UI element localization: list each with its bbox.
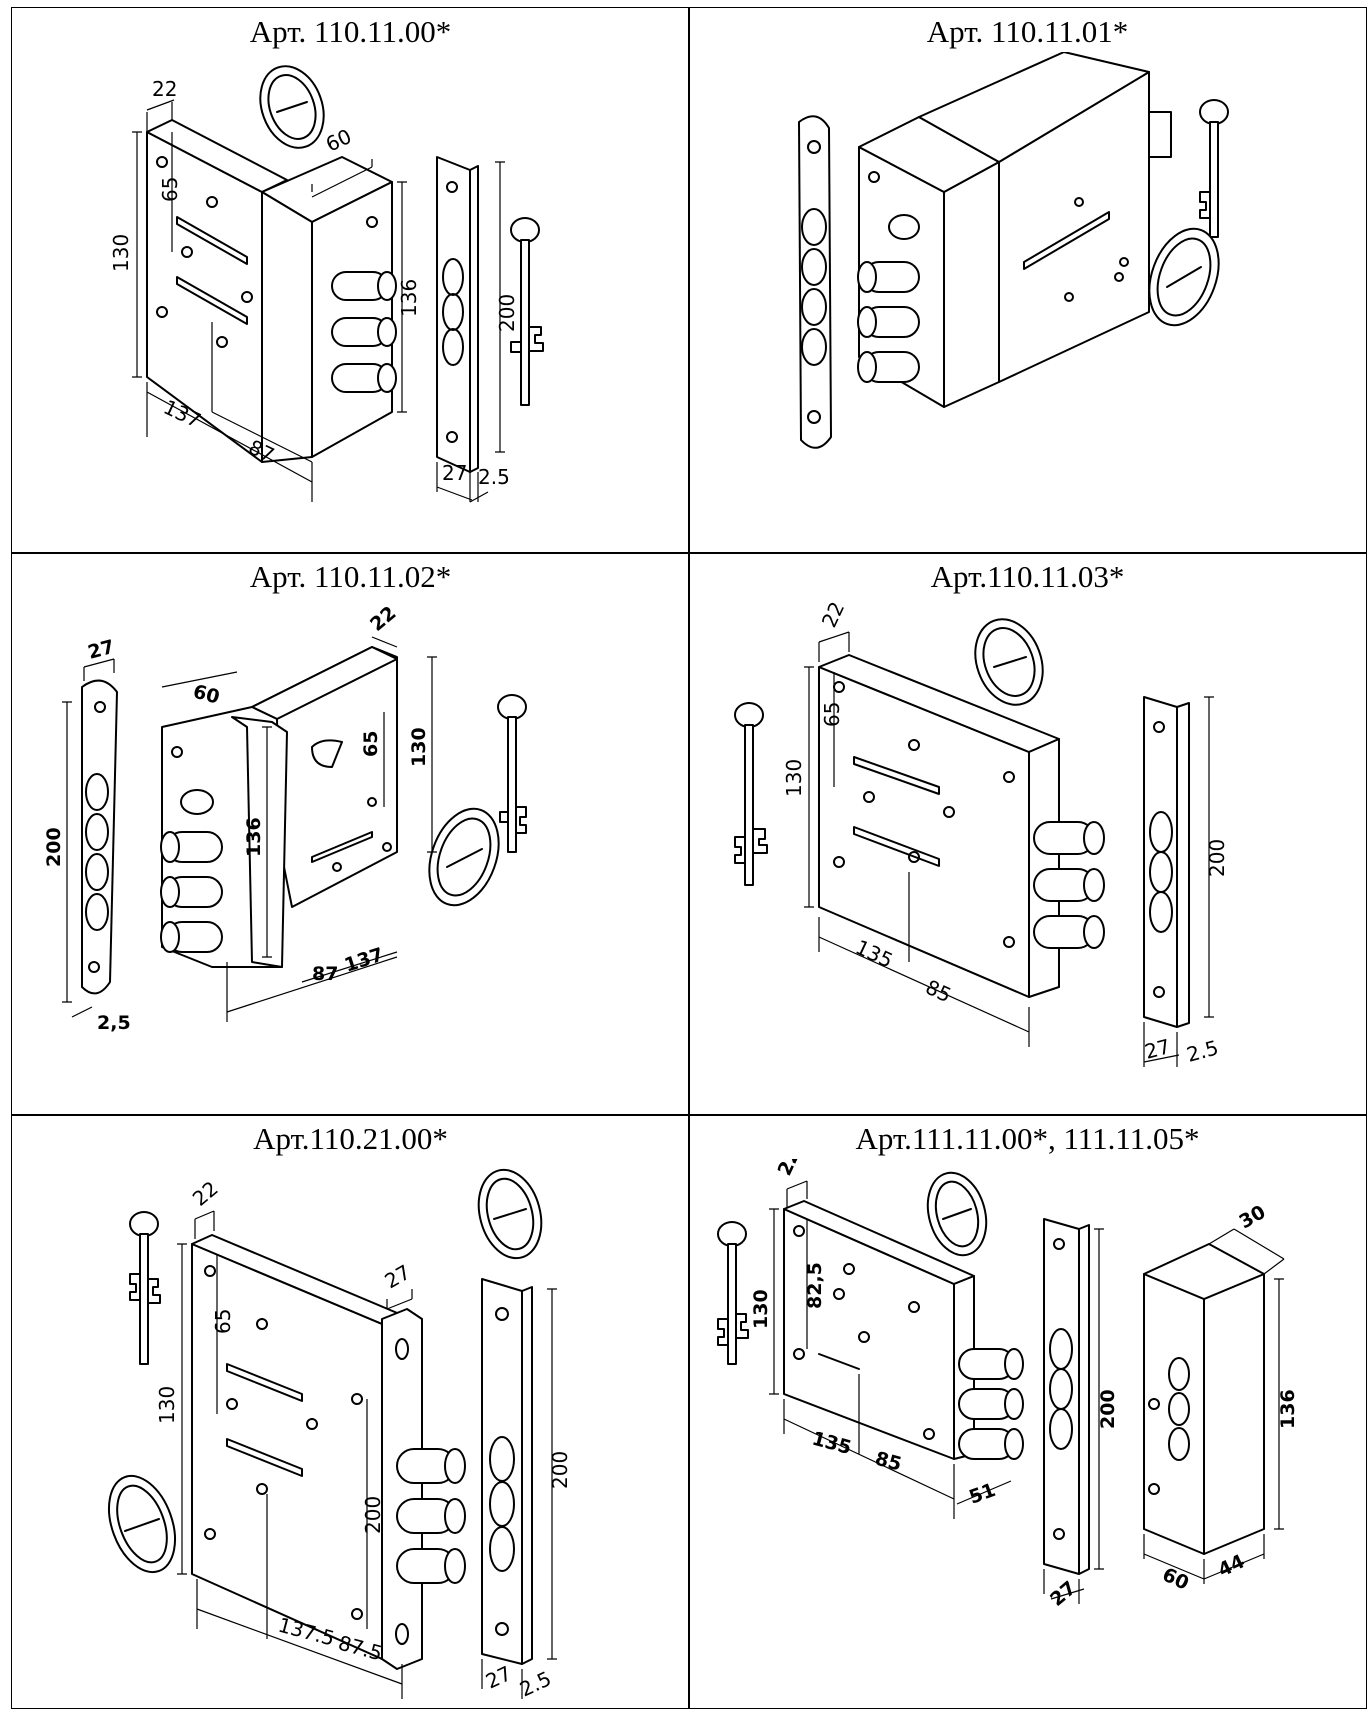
- cell-title: Арт.111.11.00*, 111.11.05*: [855, 1121, 1200, 1157]
- lock-catalog-sheet: Арт. 110.11.00*: [11, 7, 1367, 1709]
- dim-label: 87: [312, 963, 338, 985]
- dim-label: 136: [1277, 1390, 1299, 1430]
- dim-label: 130: [782, 759, 806, 797]
- cell-111-11-00: Арт.111.11.00*, 111.11.05*: [688, 1114, 1367, 1709]
- escutcheon-icon: [1148, 228, 1220, 327]
- dim-label: 22: [188, 1176, 223, 1211]
- escutcheon-icon: [927, 1172, 988, 1257]
- bolt-set: [160, 831, 224, 954]
- cell-110-11-00: Арт. 110.11.00*: [11, 7, 690, 554]
- dim-label: 135: [810, 1428, 854, 1460]
- key-icon: [1199, 99, 1230, 239]
- dim-label: 130: [408, 728, 430, 768]
- key-icon: [510, 217, 545, 407]
- cell-110-11-01: Арт. 110.11.01*: [688, 7, 1367, 554]
- dim-label: 27: [482, 1661, 515, 1694]
- escutcheon-icon: [478, 1169, 543, 1260]
- dim-label: 65: [360, 731, 382, 757]
- bolt-set: [1033, 821, 1106, 950]
- dim-label: 27: [381, 1260, 415, 1294]
- cell-title: Арт.110.11.03*: [930, 559, 1125, 595]
- dim-label: 65: [158, 177, 182, 202]
- escutcheon-icon: [108, 1475, 177, 1574]
- key-icon: [717, 1221, 750, 1366]
- dim-label: 22: [817, 598, 850, 631]
- strike-plate: [1143, 696, 1191, 1029]
- dim-label: 60: [1159, 1564, 1192, 1595]
- cell-title: Арт. 110.11.01*: [926, 14, 1129, 50]
- lock-drawing: 22 27 65 130 200 200 137.5 87.5 27 2.5: [12, 1159, 689, 1704]
- strike-plate: [436, 156, 480, 474]
- cell-110-11-03: Арт.110.11.03*: [688, 552, 1367, 1116]
- dim-label: 44: [1215, 1551, 1248, 1582]
- dim-label: 65: [211, 1309, 235, 1334]
- lock-drawing: 22 60 65 130 136 200 137 87 27 2.5: [12, 52, 689, 547]
- cell-title: Арт.110.21.00*: [253, 1121, 448, 1157]
- dim-label: 60: [191, 681, 222, 709]
- bolt-set: [396, 1448, 467, 1585]
- dim-label: 85: [873, 1448, 904, 1476]
- dim-label: 135: [852, 935, 897, 973]
- dim-label: 200: [1097, 1390, 1119, 1430]
- key-icon: [129, 1211, 162, 1366]
- dim-label: 2.5: [1184, 1036, 1221, 1067]
- dim-label: 136: [243, 818, 265, 858]
- bolt-set: [958, 1348, 1025, 1461]
- dim-label: 2,5: [97, 1012, 131, 1034]
- bolt-set: [331, 271, 398, 394]
- escutcheon-icon: [974, 618, 1044, 707]
- dim-label: 130: [109, 234, 133, 272]
- dim-label: 27: [442, 461, 467, 485]
- key-icon: [497, 694, 528, 854]
- dim-label: 2.5: [478, 465, 510, 489]
- cell-title: Арт. 110.11.02*: [249, 559, 452, 595]
- dim-label: 130: [155, 1386, 179, 1424]
- dim-label: 82,5: [804, 1262, 826, 1309]
- lock-grid: Арт. 110.11.00*: [11, 7, 1367, 1709]
- dim-label: 130: [750, 1290, 772, 1330]
- strike-plate: [81, 679, 119, 995]
- dim-label: 27: [1142, 1034, 1173, 1064]
- cell-110-11-02: Арт. 110.11.02*: [11, 552, 690, 1116]
- dim-label: 60: [322, 124, 355, 157]
- strike-plate: [481, 1278, 534, 1666]
- bolt-set: [857, 261, 921, 384]
- dim-label: 22: [152, 77, 177, 101]
- dim-label: 200: [43, 828, 65, 868]
- dim-label: 27: [1046, 1577, 1080, 1611]
- dim-label: 22: [774, 1159, 805, 1179]
- escutcheon-icon: [259, 65, 325, 150]
- dim-label: 136: [397, 279, 421, 317]
- dim-label: 22: [366, 602, 400, 636]
- strike-plate: [798, 115, 833, 449]
- escutcheon-icon: [428, 808, 500, 907]
- dim-label: 200: [1205, 839, 1229, 877]
- dim-label: 200: [361, 1496, 385, 1534]
- dim-label: 65: [820, 702, 844, 727]
- dim-label: 200: [548, 1451, 572, 1489]
- key-icon: [734, 702, 769, 887]
- dim-label: 85: [922, 975, 955, 1008]
- lock-drawing: 27 22 60 65 130 200 136 87 137 2,5: [12, 597, 689, 1109]
- dim-label: 51: [966, 1479, 998, 1509]
- lock-case-box: [1143, 1243, 1266, 1556]
- cell-110-21-00: Арт.110.21.00*: [11, 1114, 690, 1709]
- dim-label: 200: [495, 294, 519, 332]
- lock-drawing: 22 65 130 200 135 85 27 2.5: [689, 597, 1366, 1109]
- lock-drawing: [689, 52, 1366, 547]
- dim-label: 30: [1236, 1201, 1270, 1233]
- lock-drawing: 22 30 82,5 130 200 136 135 85 51 27 60 4…: [689, 1159, 1366, 1704]
- dim-label: 137: [342, 944, 387, 977]
- cell-title: Арт. 110.11.00*: [249, 14, 452, 50]
- strike-plate: [1043, 1218, 1091, 1576]
